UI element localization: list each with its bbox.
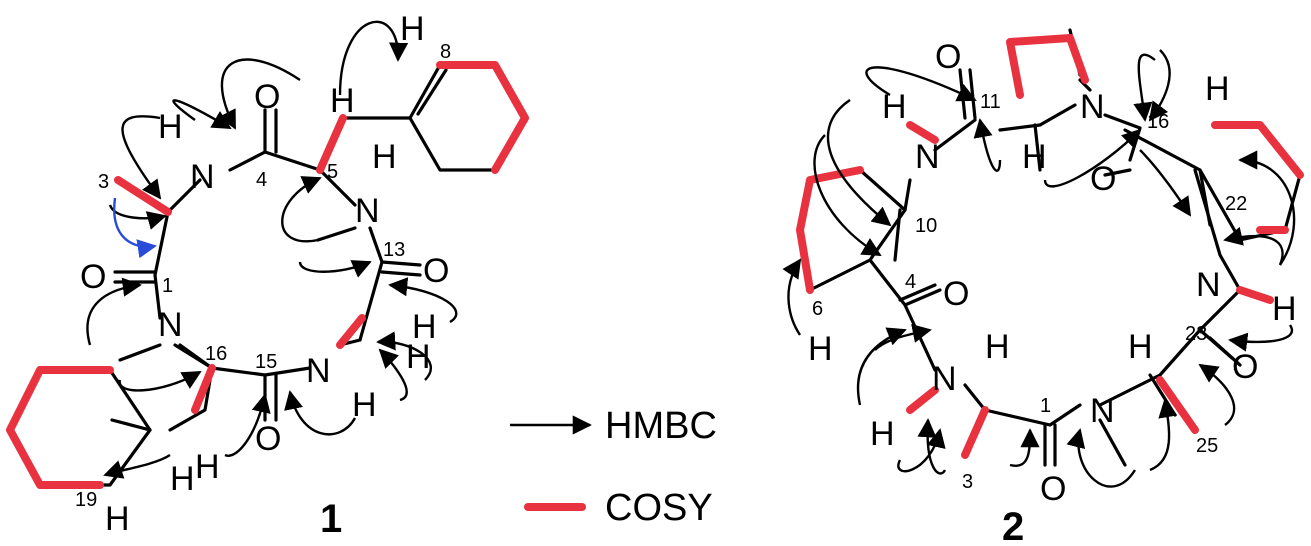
- o-atom: O: [943, 275, 969, 313]
- position-number: 16: [205, 343, 227, 365]
- compound-1-cosy-bonds: [6, 61, 529, 489]
- h-atom: H: [170, 460, 195, 498]
- o-atom: O: [255, 420, 281, 458]
- compound-2-atom-labels: O H N N H O H N H O H N H H N H O O: [808, 38, 1297, 508]
- h-atom: H: [1205, 70, 1230, 108]
- h-atom: H: [400, 10, 425, 48]
- compound-1-position-numbers: 3 1 4 5 8 13 15 16 19: [75, 41, 451, 511]
- compound-2-cosy-bonds: [796, 34, 1304, 459]
- o-atom: O: [1232, 348, 1258, 386]
- position-number: 4: [256, 169, 267, 191]
- n-atom: N: [1080, 88, 1105, 126]
- compound-1-label: 1: [320, 497, 342, 541]
- position-number: 5: [327, 161, 338, 183]
- h-atom: H: [352, 386, 377, 424]
- h-atom: H: [158, 108, 183, 146]
- n-atom: N: [932, 360, 957, 398]
- position-number: 1: [162, 275, 173, 297]
- o-atom: O: [80, 258, 106, 296]
- position-number: 4: [905, 271, 916, 293]
- h-atom: H: [412, 308, 437, 346]
- n-atom: N: [190, 158, 215, 196]
- position-number: 8: [440, 41, 451, 63]
- h-atom: H: [1128, 328, 1153, 366]
- position-number: 11: [980, 91, 1001, 113]
- n-atom: N: [1090, 392, 1115, 430]
- h-atom: H: [406, 338, 431, 376]
- n-atom: N: [355, 192, 380, 230]
- h-atom: H: [1022, 138, 1047, 176]
- h-atom: H: [330, 82, 355, 120]
- n-atom: N: [306, 352, 331, 390]
- o-atom: O: [1090, 160, 1116, 198]
- o-atom: O: [423, 252, 449, 290]
- compound-1-hmbc-arrows: [86, 20, 458, 479]
- h-atom: H: [808, 330, 833, 368]
- position-number: 10: [915, 215, 937, 237]
- position-number: 23: [1185, 323, 1207, 345]
- cosy-legend-label: COSY: [605, 487, 713, 529]
- position-number: 6: [812, 298, 823, 320]
- n-atom: N: [915, 138, 940, 176]
- position-number: 3: [962, 471, 973, 493]
- position-number: 16: [1147, 111, 1169, 133]
- h-atom: H: [195, 448, 220, 486]
- h-atom: H: [985, 328, 1010, 366]
- compound-1-atom-labels: H N O H H H N O O N H H N H O H H H: [80, 10, 449, 538]
- h-atom: H: [882, 88, 907, 126]
- position-number: 13: [383, 239, 405, 261]
- position-number: 3: [98, 171, 109, 193]
- h-atom: H: [1272, 290, 1297, 328]
- o-atom: O: [254, 78, 280, 116]
- legend: HMBC COSY: [510, 405, 717, 529]
- h-atom: H: [870, 415, 895, 453]
- position-number: 25: [1196, 435, 1218, 457]
- position-number: 1: [1040, 395, 1051, 417]
- compound-2-label: 2: [1002, 505, 1024, 546]
- compound-2-position-numbers: 11 16 10 22 6 4 23 1 3 25: [812, 91, 1247, 493]
- position-number: 15: [255, 351, 277, 373]
- o-atom: O: [935, 38, 961, 76]
- compound-2-hmbc-arrows: [782, 49, 1296, 488]
- hmbc-legend-label: HMBC: [605, 405, 717, 447]
- position-number: 22: [1225, 193, 1247, 215]
- h-atom: H: [372, 138, 397, 176]
- n-atom: N: [1196, 266, 1221, 304]
- n-atom: N: [158, 306, 183, 344]
- o-atom: O: [1040, 470, 1066, 508]
- h-atom: H: [105, 500, 130, 538]
- position-number: 19: [75, 489, 97, 511]
